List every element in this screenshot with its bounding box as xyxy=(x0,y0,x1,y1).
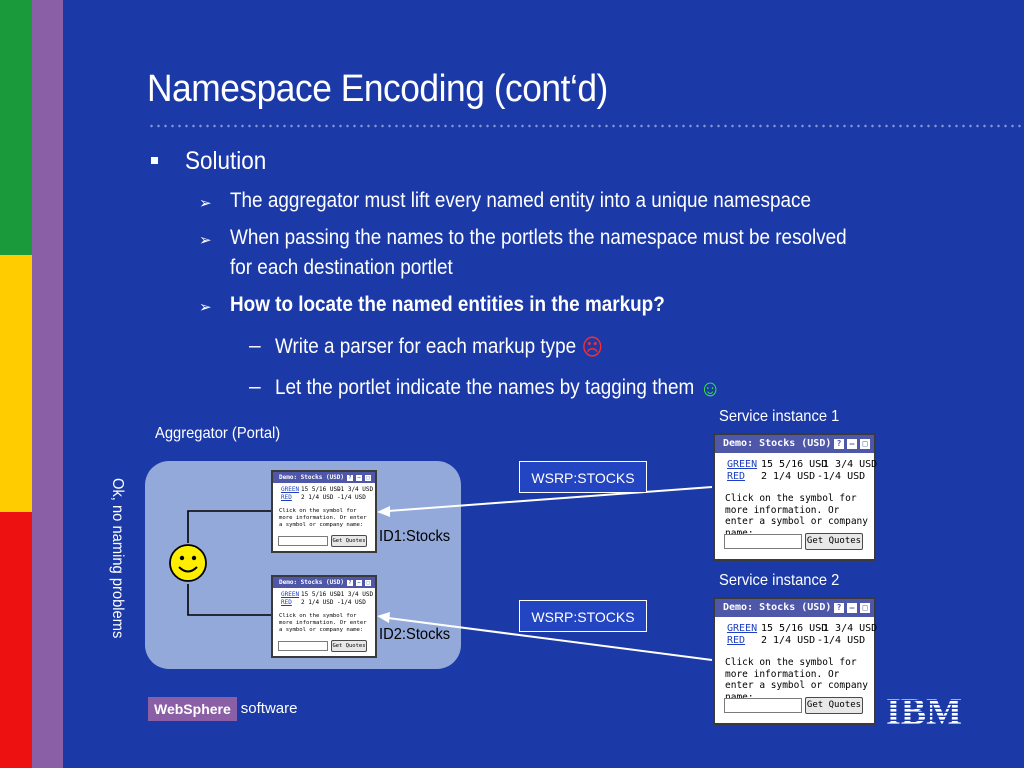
symbol-link[interactable]: GREEN xyxy=(281,591,300,598)
ibm-logo-icon: IBM xyxy=(886,693,962,727)
portlet-title: Demo: Stocks (USD) xyxy=(723,438,832,449)
symbol-link[interactable]: GREEN xyxy=(727,623,758,634)
websphere-badge: WebSphere xyxy=(148,697,237,721)
portlet-description: Click on the symbol for more information… xyxy=(279,508,367,528)
vertical-label: Ok, no naming problems xyxy=(109,478,126,639)
dash-bullet: – xyxy=(249,334,261,357)
symbol-link[interactable]: RED xyxy=(727,635,746,646)
get-quotes-button[interactable]: Get Quotes xyxy=(805,533,863,550)
arrowhead-bullet-icon: ➢ xyxy=(199,232,212,249)
service-instance-1-label: Service instance 1 xyxy=(719,408,840,425)
bullet-solution: Solution xyxy=(185,147,267,175)
ibm-logo-text: IBM xyxy=(886,693,962,727)
happy-face-icon: ☺ xyxy=(699,375,721,401)
symbol-input[interactable] xyxy=(278,641,328,651)
square-bullet-icon xyxy=(151,157,158,164)
portlet-titlebar: Demo: Stocks (USD) ?–□ xyxy=(273,472,375,483)
service-instance-2-label: Service instance 2 xyxy=(719,572,840,589)
wsrp-stocks-box-1: WSRP:STOCKS xyxy=(519,461,647,493)
slide-title: Namespace Encoding (cont‘d) xyxy=(147,68,608,110)
purple-bar xyxy=(32,0,63,768)
help-icon[interactable]: ? xyxy=(347,580,353,586)
minimize-icon[interactable]: – xyxy=(847,603,857,613)
green-stripe xyxy=(0,0,32,255)
portlet-titlebar: Demo: Stocks (USD) ?–□ xyxy=(715,599,874,617)
minimize-icon[interactable]: – xyxy=(847,439,857,449)
subbullet-1: The aggregator must lift every named ent… xyxy=(230,189,811,212)
id2-label: ID2:Stocks xyxy=(379,626,451,643)
portlet-title: Demo: Stocks (USD) xyxy=(279,474,345,481)
help-icon[interactable]: ? xyxy=(834,603,844,613)
portlet-titlebar: Demo: Stocks (USD) ?–□ xyxy=(273,577,375,588)
minimize-icon[interactable]: – xyxy=(356,475,362,481)
subbullet-2-cont: for each destination portlet xyxy=(230,256,453,279)
arrowhead-bullet-icon: ➢ xyxy=(199,195,212,212)
minimize-icon[interactable]: – xyxy=(356,580,362,586)
maximize-icon[interactable]: □ xyxy=(860,603,870,613)
arrowhead-bullet-icon: ➢ xyxy=(199,299,212,316)
symbol-link[interactable]: RED xyxy=(281,599,292,606)
help-icon[interactable]: ? xyxy=(834,439,844,449)
sad-face-icon: ☹ xyxy=(581,334,604,360)
get-quotes-button[interactable]: Get Quotes xyxy=(331,535,367,547)
symbol-input[interactable] xyxy=(724,698,802,713)
wsrp-stocks-box-2: WSRP:STOCKS xyxy=(519,600,647,632)
portlet-titlebar: Demo: Stocks (USD) ?–□ xyxy=(715,435,874,453)
symbol-link[interactable]: GREEN xyxy=(281,486,300,493)
symbol-link[interactable]: RED xyxy=(727,471,746,482)
portlet-description: Click on the symbol for more information… xyxy=(725,657,868,703)
subbullet-2: When passing the names to the portlets t… xyxy=(230,226,847,249)
maximize-icon[interactable]: □ xyxy=(860,439,870,449)
help-icon[interactable]: ? xyxy=(347,475,353,481)
symbol-input[interactable] xyxy=(278,536,328,546)
portlet-description: Click on the symbol for more information… xyxy=(725,493,868,539)
get-quotes-button[interactable]: Get Quotes xyxy=(805,697,863,714)
maximize-icon[interactable]: □ xyxy=(365,580,371,586)
title-dotted-rule xyxy=(148,124,1022,128)
aggregator-label: Aggregator (Portal) xyxy=(155,425,281,442)
yellow-stripe xyxy=(0,255,32,512)
dash-item-1: Write a parser for each markup type☹ xyxy=(275,334,603,361)
dash-item-1-text: Write a parser for each markup type xyxy=(275,335,577,358)
symbol-link[interactable]: RED xyxy=(281,494,292,501)
portlet-description: Click on the symbol for more information… xyxy=(279,613,367,633)
portlet-title: Demo: Stocks (USD) xyxy=(723,602,832,613)
dash-item-2-text: Let the portlet indicate the names by ta… xyxy=(275,376,695,399)
dash-item-2: Let the portlet indicate the names by ta… xyxy=(275,375,721,402)
dash-bullet: – xyxy=(249,375,261,398)
id1-label: ID1:Stocks xyxy=(379,528,451,545)
software-text: software xyxy=(240,700,298,717)
symbol-input[interactable] xyxy=(724,534,802,549)
subbullet-3: How to locate the named entities in the … xyxy=(230,293,665,316)
portlet-title: Demo: Stocks (USD) xyxy=(279,579,345,586)
get-quotes-button[interactable]: Get Quotes xyxy=(331,640,367,652)
symbol-link[interactable]: GREEN xyxy=(727,459,758,470)
maximize-icon[interactable]: □ xyxy=(365,475,371,481)
smiley-face-icon xyxy=(169,544,207,582)
red-stripe xyxy=(0,512,32,768)
